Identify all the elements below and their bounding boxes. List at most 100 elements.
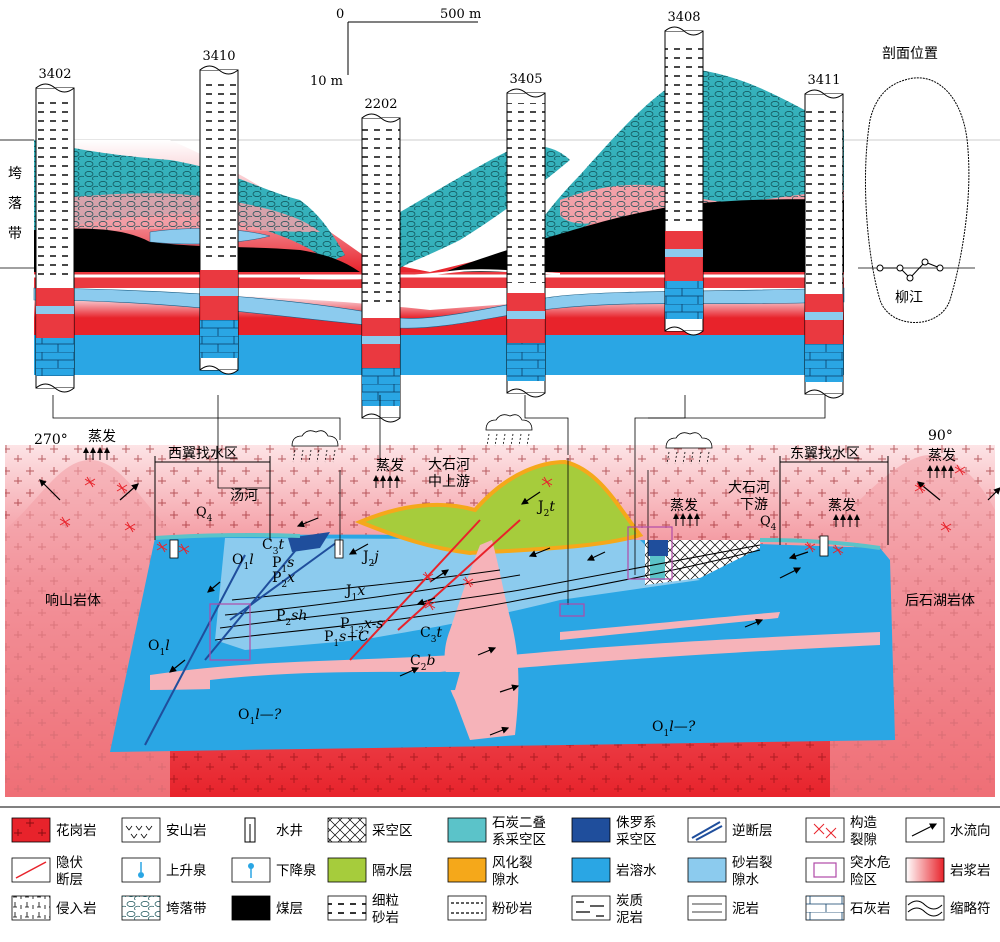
legend-label: 粉砂岩: [492, 901, 533, 917]
evap-label-5: 蒸发: [828, 498, 856, 514]
section-location-inset: 剖面位置 柳江: [858, 46, 975, 323]
flow-arrow: [917, 481, 941, 501]
legend-swatch: [447, 857, 487, 883]
borehole-label: 3411: [807, 73, 840, 88]
legend-swatch: [905, 817, 945, 843]
river-upper-2: 中上游: [428, 474, 470, 490]
left-pluton-label: 响山岩体: [45, 593, 101, 609]
unit-label: J2t: [536, 499, 555, 519]
rain-cloud-icon: [291, 430, 339, 447]
evaporation-glyphs: [83, 414, 954, 527]
legend-label: 隙水: [492, 872, 520, 888]
azimuth-right: 90°: [928, 428, 953, 444]
fracture-mark: [462, 576, 474, 588]
fracture-mark: [116, 482, 128, 494]
flow-arrow: [528, 547, 551, 558]
limestone-layer: [34, 335, 844, 375]
legend-swatch: [231, 857, 271, 883]
flow-arrow: [416, 597, 436, 606]
coal-seam-left: [34, 228, 360, 272]
legend-label: 砂岩: [372, 910, 399, 926]
legend-swatch: [121, 895, 161, 921]
section-location-title: 剖面位置: [882, 46, 938, 62]
legend-swatch: [121, 857, 161, 883]
unit-label: O1l—?: [238, 707, 282, 727]
legend-swatch: [327, 857, 367, 883]
flow-arrow: [779, 567, 802, 579]
flow-arrow: [39, 479, 61, 501]
legend-label: 岩浆岩: [950, 863, 991, 879]
unit-label: P2sh: [276, 608, 307, 628]
collapse-zone-char-1: 垮: [8, 166, 22, 182]
evap-label-1: 蒸发: [88, 429, 116, 445]
legend-label: 突水危: [850, 855, 891, 871]
legend-label: 石灰岩: [850, 901, 891, 917]
evap-label-4: 蒸发: [670, 498, 698, 514]
flow-arrow: [119, 483, 139, 501]
legend-swatch: [11, 857, 51, 883]
borehole-3402: 3402: [35, 67, 75, 393]
legend-swatch: [687, 817, 727, 843]
top-panel: 垮 落 带: [0, 70, 1000, 375]
legend-swatch: [11, 895, 51, 921]
legend: 花岗岩安山岩水井采空区石炭二叠系采空区侏罗系采空区逆断层构造裂隙水流向隐伏断层上…: [11, 815, 991, 926]
borehole-columns: 3402 3410 2202 3405 3408 3411: [35, 10, 844, 423]
legend-swatch: [905, 857, 945, 883]
flow-arrow: [296, 517, 319, 528]
unit-label: P1s+C: [324, 629, 369, 649]
fracture-mark: [59, 516, 71, 528]
flow-arrow: [348, 543, 369, 555]
unit-label: C2b: [410, 653, 435, 673]
evap-label-2: 蒸发: [928, 448, 956, 464]
legend-label: 岩溶水: [616, 863, 657, 879]
q4-right: Q4: [760, 514, 777, 533]
borehole-2202: 2202: [361, 97, 401, 423]
fracture-mark: [124, 521, 136, 533]
legend-swatch: [447, 817, 487, 843]
flow-arrow: [987, 487, 1000, 501]
legend-swatch: [687, 895, 727, 921]
fracture-mark: [954, 464, 966, 476]
legend-label: 逆断层: [732, 823, 773, 839]
fracture-mark: [156, 541, 168, 553]
borehole-label: 3410: [202, 49, 235, 64]
unit-label: O1l: [148, 638, 170, 658]
unit-label: P1-2x-s: [340, 616, 384, 636]
legend-label: 隔水层: [372, 863, 413, 879]
legend-label: 侵入岩: [56, 900, 97, 917]
legend-label: 缩略符: [950, 901, 991, 917]
borehole-3405: 3405: [506, 72, 546, 398]
flow-arrow: [521, 491, 541, 505]
collapse-zone-char-2: 落: [8, 196, 22, 212]
flow-arrow: [399, 667, 420, 677]
legend-label: 险区: [850, 872, 877, 888]
legend-label: 隐伏: [56, 855, 83, 871]
legend-swatch: [687, 857, 727, 883]
legend-swatch: [11, 817, 51, 843]
river-lower-1: 大石河: [728, 480, 770, 496]
fracture-mark: [84, 476, 96, 488]
tectonic-fracture-marks: [59, 464, 966, 611]
legend-swatch: [244, 817, 256, 843]
unit-label: P2x: [272, 570, 295, 590]
flow-arrow: [744, 618, 764, 628]
borehole-label: 3405: [509, 72, 542, 87]
unit-label: P1s: [272, 555, 294, 575]
fracture-mark: [940, 521, 952, 533]
unit-label: O1l: [232, 552, 254, 572]
legend-label: 泥岩: [616, 910, 643, 926]
legend-label: 隙水: [732, 872, 760, 888]
scale-vertical: 10 m: [310, 74, 343, 89]
unit-label: J1x: [344, 583, 365, 603]
legend-swatch: [327, 817, 367, 843]
legend-label: 垮落带: [166, 901, 207, 917]
fracture-mark: [422, 571, 434, 583]
legend-swatch: [805, 895, 845, 921]
legend-label: 水井: [276, 823, 303, 839]
flow-arrow: [477, 646, 497, 656]
borehole-label: 3408: [667, 10, 700, 25]
aquitard-hill: [354, 459, 644, 556]
borehole-3408: 3408: [664, 10, 704, 336]
